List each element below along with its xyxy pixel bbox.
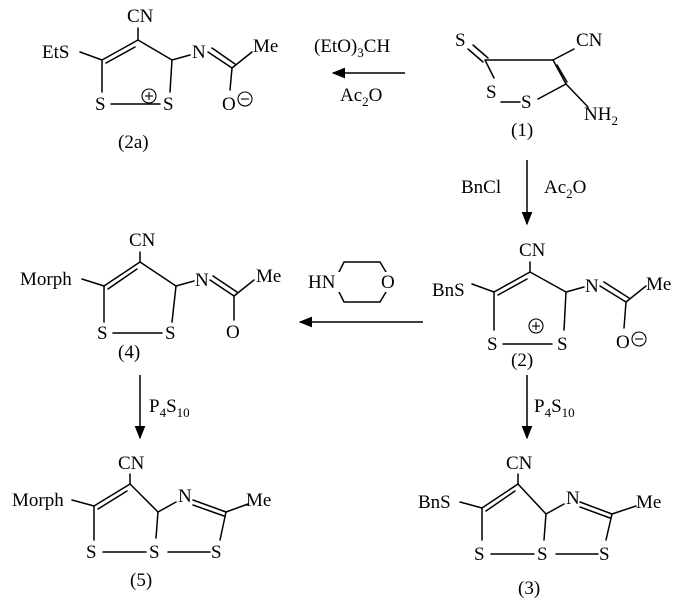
compound-1-label: (1) [511, 120, 533, 141]
compound-5-ring-nitrogen: N [178, 486, 192, 507]
compound-3-ring-sulfur-1: S [474, 544, 485, 565]
compound-1-ring-sulfur-2: S [521, 92, 532, 113]
compound-3-nitrile: CN [506, 453, 533, 474]
compound-2-oxygen: O [616, 332, 630, 353]
compound-4-bonds [81, 251, 255, 334]
compound-3-bonds [459, 473, 637, 555]
compound-1-ring-sulfur-1: S [486, 82, 497, 103]
compound-5-methyl: Me [246, 490, 271, 511]
compound-1-nitrile: CN [576, 30, 603, 51]
compound-2-imine-nitrogen: N [585, 276, 599, 297]
compound-2-substituent: BnS [432, 280, 465, 301]
compound-4-ring-sulfur-2: S [165, 323, 176, 344]
compound-3-methyl: Me [636, 492, 661, 513]
compound-2a-negative-charge [237, 91, 253, 107]
compound-5-ring-sulfur-2: S [149, 542, 160, 563]
compound-4-label: (4) [118, 342, 140, 363]
morpholine: HN O [306, 261, 398, 303]
compound-2a-positive-charge [141, 88, 157, 104]
compound-2a-methyl: Me [253, 36, 278, 57]
compound-4: CN Morph S S N Me O (4) [20, 230, 281, 363]
compound-2a-imine-nitrogen: N [192, 42, 206, 63]
compound-2-ring-sulfur-2: S [557, 334, 568, 355]
reagent-acetic-anhydride-2: Ac2O [544, 177, 586, 201]
compound-4-ring-sulfur-1: S [97, 323, 108, 344]
compound-5-ring-sulfur-1: S [86, 542, 97, 563]
compound-2a-bonds [79, 27, 253, 105]
compound-2-methyl: Me [646, 274, 671, 295]
compound-2-nitrile: CN [519, 240, 546, 261]
compound-1-bonds [467, 44, 589, 108]
compound-1-amino: NH2 [584, 104, 618, 128]
compound-4-methyl: Me [256, 266, 281, 287]
compound-2-ring-sulfur-1: S [487, 334, 498, 355]
compound-5: CN Morph S S S N Me (5) [12, 453, 271, 591]
compound-2-positive-charge [528, 318, 544, 334]
compound-2a-label: (2a) [118, 132, 149, 153]
compound-1: S S S CN NH2 (1) [455, 30, 618, 141]
compound-2-bonds [471, 261, 647, 345]
compound-4-imine-nitrogen: N [195, 270, 209, 291]
compound-3-ring-sulfur-2: S [537, 544, 548, 565]
compound-1-exo-sulfur: S [455, 30, 466, 51]
compound-3-substituent: BnS [418, 492, 451, 513]
compound-2: CN BnS S S N Me O (2) [432, 240, 671, 371]
compound-4-nitrile: CN [129, 230, 156, 251]
reagent-acetic-anhydride-1: Ac2O [340, 85, 382, 109]
reagent-benzyl-chloride: BnCl [461, 177, 501, 198]
compound-5-label: (5) [130, 570, 152, 591]
compound-2a-nitrile: CN [127, 6, 154, 27]
reagent-p4s10-right: P4S10 [534, 396, 575, 420]
compound-5-substituent: Morph [12, 490, 64, 511]
compound-5-ring-sulfur-3: S [211, 542, 222, 563]
reagent-p4s10-left: P4S10 [149, 396, 190, 420]
compound-3-ring-sulfur-3: S [599, 544, 610, 565]
compound-2a-substituent: EtS [42, 42, 69, 63]
compound-3: CN BnS S S S N Me (3) [418, 453, 661, 599]
compound-3-ring-nitrogen: N [566, 488, 580, 509]
compound-5-bonds [71, 473, 249, 553]
compound-2-negative-charge [631, 331, 647, 347]
compound-2a: CN EtS S S N Me O (2a) [42, 6, 278, 153]
compound-3-label: (3) [518, 578, 540, 599]
compound-2a-ring-sulfur-2: S [163, 94, 174, 115]
morpholine-nitrogen: HN [308, 272, 336, 293]
morpholine-oxygen: O [381, 272, 395, 293]
compound-4-substituent: Morph [20, 269, 72, 290]
compound-2a-ring-sulfur-1: S [95, 94, 106, 115]
reagent-orthoformate: (EtO)3CH [314, 36, 390, 60]
compound-4-oxygen: O [226, 322, 240, 343]
compound-2a-oxygen: O [222, 94, 236, 115]
compound-5-nitrile: CN [118, 453, 145, 474]
compound-2-label: (2) [511, 350, 533, 371]
